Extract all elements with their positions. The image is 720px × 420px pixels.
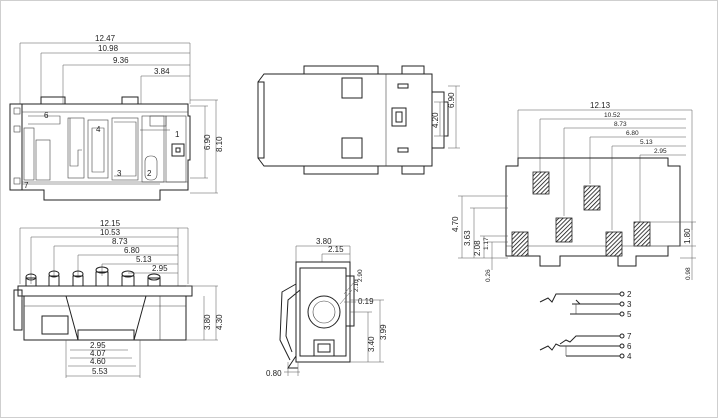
pin-label: 6 (44, 111, 49, 120)
dim-label: 12.47 (95, 34, 116, 43)
pin-label: 7 (627, 332, 632, 341)
top-left-view: 12.47 10.98 9.36 3.84 6.90 8.10 (9, 34, 224, 201)
dim-label: 10.52 (604, 112, 621, 119)
dim-label: 10.98 (98, 44, 119, 53)
dim-label: 2.95 (654, 148, 667, 155)
dim-label: 0.26 (485, 269, 492, 282)
dim-label: 2.95 (152, 264, 168, 273)
dim-label: 6.90 (203, 134, 212, 150)
dim-label: 2.08 (473, 240, 482, 256)
dim-label: 3.80 (203, 314, 212, 330)
dim-label: 4.20 (431, 112, 440, 128)
dim-label: 1.80 (683, 228, 692, 244)
dim-label: 4.07 (90, 349, 106, 358)
dim-label: 12.15 (100, 219, 121, 228)
dim-label: 5.13 (640, 139, 653, 146)
pin-label: 5 (627, 310, 632, 319)
dim-label: 10.53 (100, 228, 121, 237)
dim-label: 12.13 (590, 101, 611, 110)
dim-label: 4.30 (215, 314, 224, 330)
dim-label: 3.63 (463, 230, 472, 246)
pin-label: 4 (96, 125, 101, 134)
pin-label: 1 (175, 130, 180, 139)
pin-label: 4 (627, 352, 632, 361)
dim-label: 1.17 (483, 237, 490, 250)
dim-label: 8.73 (112, 237, 128, 246)
dim-label: 2.95 (90, 341, 106, 350)
dim-label: 3.84 (154, 67, 170, 76)
pin-label: 7 (24, 181, 29, 190)
dim-label: 5.13 (136, 255, 152, 264)
dim-label: 0.19 (358, 297, 374, 306)
dim-label: 6.90 (447, 92, 456, 108)
dim-label: 2.90 (357, 269, 364, 282)
top-middle-view: 6.90 4.20 (257, 65, 460, 175)
dim-label: 8.10 (215, 136, 224, 152)
side-view: 3.80 2.15 2.90 2.10 0.19 3.40 3.99 (266, 237, 388, 378)
dim-label: 0.80 (266, 369, 282, 378)
dim-label: 9.36 (113, 56, 129, 65)
pin-label: 2 (627, 290, 632, 299)
dim-label: 0.98 (685, 267, 692, 280)
pin-label: 3 (627, 300, 632, 309)
pcb-layout-view: 12.13 10.52 8.73 6.80 5.13 2.95 (451, 101, 696, 282)
pin-label: 3 (117, 169, 122, 178)
dim-label: 3.40 (367, 336, 376, 352)
dim-label: 3.99 (379, 324, 388, 340)
pin-label: 2 (147, 169, 152, 178)
dim-label: 3.80 (316, 237, 332, 246)
dim-label: 2.15 (328, 245, 344, 254)
dim-label: 5.53 (92, 367, 108, 376)
dim-label: 6.80 (626, 130, 639, 137)
dim-label: 8.73 (614, 121, 627, 128)
dim-label: 6.80 (124, 246, 140, 255)
dim-label: 4.70 (451, 216, 460, 232)
front-view: 12.15 10.53 8.73 6.80 5.13 2.95 (13, 219, 224, 378)
dim-label: 4.60 (90, 357, 106, 366)
schematic-view: 2 3 5 7 6 4 (539, 290, 632, 361)
pin-label: 6 (627, 342, 632, 351)
dim-label: 2.10 (353, 279, 360, 292)
